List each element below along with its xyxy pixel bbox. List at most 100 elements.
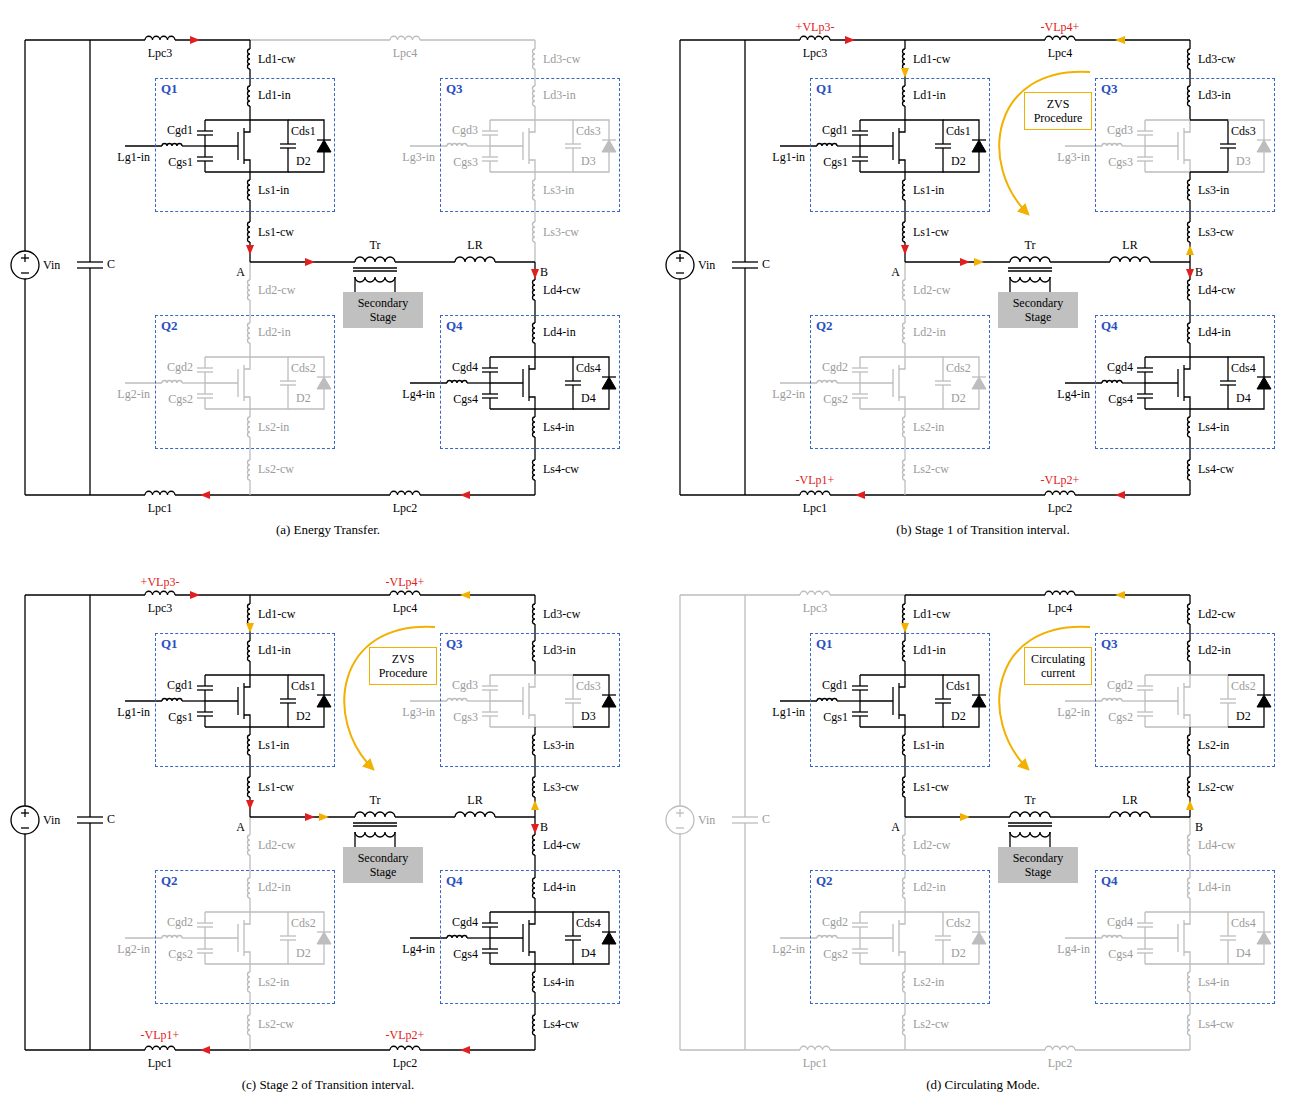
- inductor-symbol: [817, 381, 837, 384]
- component-label: Cgs1: [168, 155, 193, 169]
- mosfet-symbol: [243, 920, 244, 956]
- transformer-core: [1008, 267, 1052, 268]
- wire: [535, 940, 573, 964]
- switch-box: Q4: [440, 870, 620, 1004]
- inductor-symbol: [248, 604, 251, 624]
- switch-name: Q2: [811, 316, 989, 335]
- current-arrow: [960, 813, 970, 821]
- wire: [25, 494, 90, 495]
- mosfet-symbol: [529, 952, 535, 964]
- component-label: Tr: [1025, 793, 1036, 807]
- current-arrow: [460, 591, 470, 599]
- transformer-core: [353, 825, 397, 826]
- wire: [534, 106, 535, 120]
- component-label: Cgd2: [167, 360, 193, 374]
- mosfet-symbol: [899, 120, 905, 132]
- voltage-label: -VLp4+: [1041, 20, 1080, 34]
- component-label: Ld3-in: [543, 643, 576, 657]
- mosfet-symbol: [1184, 357, 1190, 369]
- wire: [1189, 661, 1190, 675]
- gate-wire: [205, 937, 238, 938]
- component-label: C: [107, 257, 115, 271]
- inductor-symbol: [1102, 144, 1122, 147]
- gate-wire: [780, 937, 817, 938]
- mosfet-symbol: [244, 912, 250, 924]
- wire: [420, 594, 535, 595]
- wire: [1144, 912, 1145, 923]
- wire: [495, 261, 535, 262]
- component-label: Lg4-in: [402, 387, 435, 401]
- current-arrow: [531, 824, 539, 834]
- wire: [535, 385, 573, 409]
- component-label: Ld1-cw: [913, 52, 950, 66]
- current-arrow: [1115, 591, 1125, 599]
- wire: [1144, 120, 1145, 131]
- gate-wire: [467, 937, 490, 938]
- component-label: B: [1195, 820, 1203, 834]
- inductor-symbol: [1188, 735, 1191, 755]
- component-label: D2: [951, 709, 966, 723]
- wire: [744, 595, 745, 817]
- capacitor-symbol: [1137, 156, 1153, 157]
- capacitor-symbol: [852, 685, 868, 686]
- wire: [1145, 408, 1190, 409]
- capacitor-symbol: [1137, 711, 1153, 712]
- wire: [204, 161, 205, 172]
- mosfet-symbol: [243, 128, 244, 164]
- capacitor-symbol: [482, 130, 498, 131]
- component-label: Ls1-in: [913, 183, 944, 197]
- inductor-symbol: [355, 812, 395, 817]
- wire: [1145, 911, 1190, 912]
- wire: [205, 408, 250, 409]
- wire: [205, 674, 250, 675]
- wire: [859, 357, 860, 368]
- component-label: Ls2-in: [1198, 738, 1229, 752]
- component-label: Cgd4: [452, 360, 478, 374]
- wire: [288, 912, 324, 932]
- wire: [250, 594, 390, 595]
- wire: [250, 940, 288, 964]
- wire: [204, 912, 205, 923]
- component-label: Cgs2: [168, 947, 193, 961]
- mosfet-symbol: [529, 397, 535, 409]
- wire: [904, 755, 905, 777]
- subfigure-caption: (d) Circulating Mode.: [926, 1077, 1040, 1093]
- wire: [905, 39, 1045, 40]
- component-label: Cgd3: [452, 123, 478, 137]
- capacitor-symbol: [935, 143, 951, 144]
- wire: [25, 39, 90, 40]
- inductor-symbol: [248, 180, 251, 200]
- current-arrow: [901, 623, 909, 633]
- wire: [288, 944, 324, 964]
- wire: [679, 40, 680, 251]
- wire: [679, 834, 680, 1050]
- inductor-symbol: [248, 641, 251, 661]
- wire: [490, 356, 535, 357]
- inductor-symbol: [1102, 936, 1122, 939]
- component-label: Tr: [370, 238, 381, 252]
- inductor-symbol: [1188, 417, 1191, 437]
- wire: [943, 152, 979, 172]
- wire: [420, 494, 535, 495]
- wire: [1144, 675, 1145, 686]
- gate-wire: [490, 145, 523, 146]
- wire: [1190, 703, 1228, 727]
- inductor-symbol: [1188, 49, 1191, 69]
- switch-name: Q2: [811, 871, 989, 890]
- component-label: Ls2-cw: [913, 462, 949, 476]
- mosfet-symbol: [1184, 120, 1190, 132]
- wire: [904, 797, 905, 817]
- component-label: C: [107, 812, 115, 826]
- gate-wire: [837, 382, 860, 383]
- wire: [420, 39, 535, 40]
- wire: [904, 964, 905, 972]
- component-label: Cds3: [576, 679, 601, 693]
- inductor-symbol: [903, 180, 906, 200]
- inductor-symbol: [903, 1015, 906, 1035]
- inductor-symbol: [248, 460, 251, 480]
- component-label: LR: [1122, 793, 1137, 807]
- component-label: Cds4: [1231, 916, 1256, 930]
- wire: [860, 674, 905, 675]
- capacitor-symbol: [280, 698, 296, 699]
- component-label: LR: [467, 793, 482, 807]
